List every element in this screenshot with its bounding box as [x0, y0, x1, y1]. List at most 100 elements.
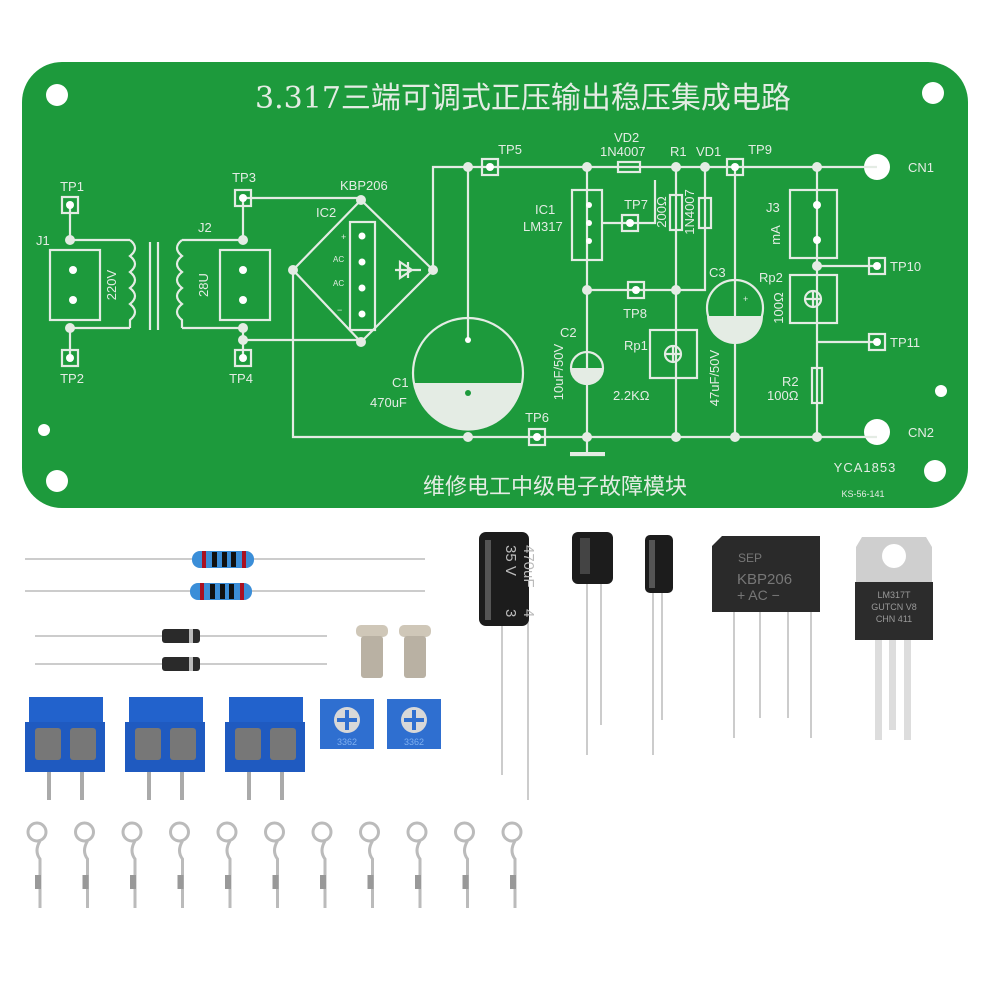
tp6[interactable]: TP6: [525, 410, 549, 447]
test-hook-pin: [501, 821, 523, 908]
test-hook-pin: [121, 821, 143, 908]
svg-text:TP11: TP11: [890, 335, 920, 350]
test-hook-pin: [26, 821, 48, 908]
tp3[interactable]: TP3: [232, 170, 256, 208]
svg-text:100Ω: 100Ω: [771, 292, 786, 324]
label-lm317: LM317: [523, 219, 563, 234]
ic1-footprint: [570, 188, 604, 262]
screw-terminal-block: [225, 697, 305, 800]
brass-terminal-post: [356, 625, 431, 678]
screw-terminal-block: [125, 697, 205, 800]
svg-text:TP9: TP9: [748, 142, 772, 157]
svg-text:3362: 3362: [337, 737, 357, 747]
svg-text:TP1: TP1: [60, 179, 84, 194]
trimmer-potentiometer: 3362: [387, 699, 441, 749]
tp8[interactable]: TP8: [623, 280, 647, 321]
bridge-rectifier-kbp206: SEP KBP206 + AC −: [712, 536, 820, 738]
label-j2: J2: [198, 220, 212, 235]
test-hook-pin: [454, 821, 475, 908]
label-j3: J3: [766, 200, 780, 215]
tp11[interactable]: TP11: [867, 332, 920, 352]
j1-footprint: [48, 248, 102, 322]
svg-text:AC: AC: [333, 255, 344, 264]
ic2-footprint: [348, 220, 377, 332]
svg-text:+ AC −: + AC −: [737, 587, 780, 603]
label-ic2: IC2: [316, 205, 336, 220]
svg-text:LM317T: LM317T: [877, 590, 911, 600]
r1-footprint: [668, 193, 684, 232]
rp1-footprint: [648, 328, 699, 380]
screw-terminal-block: [25, 697, 105, 800]
label-28v: 28U: [196, 273, 211, 297]
svg-text:TP2: TP2: [60, 371, 84, 386]
resistor: [25, 583, 425, 600]
svg-text:SEP: SEP: [738, 551, 762, 565]
mounting-hole: [935, 385, 947, 397]
svg-text:TP6: TP6: [525, 410, 549, 425]
diode: [35, 657, 327, 671]
svg-text:1N4007: 1N4007: [682, 189, 697, 235]
tp1[interactable]: TP1: [60, 179, 84, 215]
ground-symbol: [570, 452, 605, 455]
svg-text:47uF/50V: 47uF/50V: [707, 349, 722, 406]
r2-footprint: [810, 366, 824, 405]
tp4[interactable]: TP4: [229, 348, 253, 386]
capacitor-47uf: [645, 535, 673, 755]
label-rp2: Rp2: [759, 270, 783, 285]
j2-footprint: [218, 248, 272, 322]
svg-text:+: +: [341, 232, 346, 242]
pcb-subtitle: 维修电工中级电子故障模块: [423, 475, 687, 500]
test-points: TP1 TP2 TP3 TP4 TP5 TP6 TP7 TP8 TP9 TP10…: [60, 142, 921, 447]
tp2[interactable]: TP2: [60, 348, 84, 386]
label-c1-value: 470uF: [370, 395, 407, 410]
svg-text:TP5: TP5: [498, 142, 522, 157]
label-vd1: VD1: [696, 144, 721, 159]
svg-text:3: 3: [502, 609, 519, 617]
svg-text:4: 4: [520, 609, 537, 617]
svg-text:35 V: 35 V: [502, 545, 519, 576]
label-rp1: Rp1: [624, 338, 648, 353]
svg-text:100Ω: 100Ω: [767, 388, 799, 403]
test-hook-pin: [169, 821, 190, 908]
bridge-diode-symbol: [395, 259, 421, 281]
rp2-footprint: [788, 273, 839, 325]
vd1-footprint: [697, 196, 713, 230]
test-hook-pin: [216, 821, 238, 908]
vd2-footprint: [616, 160, 642, 174]
svg-text:TP10: TP10: [890, 259, 921, 274]
label-kbp206: KBP206: [340, 178, 388, 193]
capacitor-470uf: 470uF 35 V 4 3: [479, 532, 537, 800]
svg-text:10uF/50V: 10uF/50V: [551, 343, 566, 400]
label-c3: C3: [709, 265, 726, 280]
pcb-model: YCA1853: [834, 460, 897, 475]
svg-text:TP8: TP8: [623, 306, 647, 321]
tp10[interactable]: TP10: [867, 256, 921, 276]
trace-nodes: [65, 162, 822, 442]
svg-text:2.2KΩ: 2.2KΩ: [613, 388, 650, 403]
label-r1: R1: [670, 144, 687, 159]
resistor: [25, 551, 425, 568]
capacitor-10uf: [572, 532, 613, 755]
svg-text:mA: mA: [768, 225, 783, 245]
mounting-hole: [922, 82, 944, 104]
mounting-hole: [46, 470, 68, 492]
label-c1: C1: [392, 375, 409, 390]
pcb-board: 3.317三端可调式正压输出稳压集成电路 维修电工中级电子故障模块 YCA185…: [22, 62, 968, 508]
mounting-hole: [38, 424, 50, 436]
svg-text:GUTCN V8: GUTCN V8: [871, 602, 917, 612]
svg-text:TP4: TP4: [229, 371, 253, 386]
test-hook-pin: [359, 821, 380, 908]
pcb-code: KS-56-141: [841, 489, 884, 499]
svg-text:3362: 3362: [404, 737, 424, 747]
tp9[interactable]: TP9: [725, 142, 772, 177]
label-vd2: VD2: [614, 130, 639, 145]
test-hook-pin: [264, 821, 285, 908]
silkscreen-labels: J1 220V J2 28U KBP206 IC2 + AC AC − C1 4…: [36, 130, 934, 440]
tp5[interactable]: TP5: [480, 142, 522, 177]
voltage-regulator-lm317: LM317T GUTCN V8 CHN 411: [855, 537, 933, 740]
test-hook-pin: [311, 821, 333, 908]
test-hook-pin: [406, 821, 428, 908]
tp7[interactable]: TP7: [620, 197, 648, 233]
